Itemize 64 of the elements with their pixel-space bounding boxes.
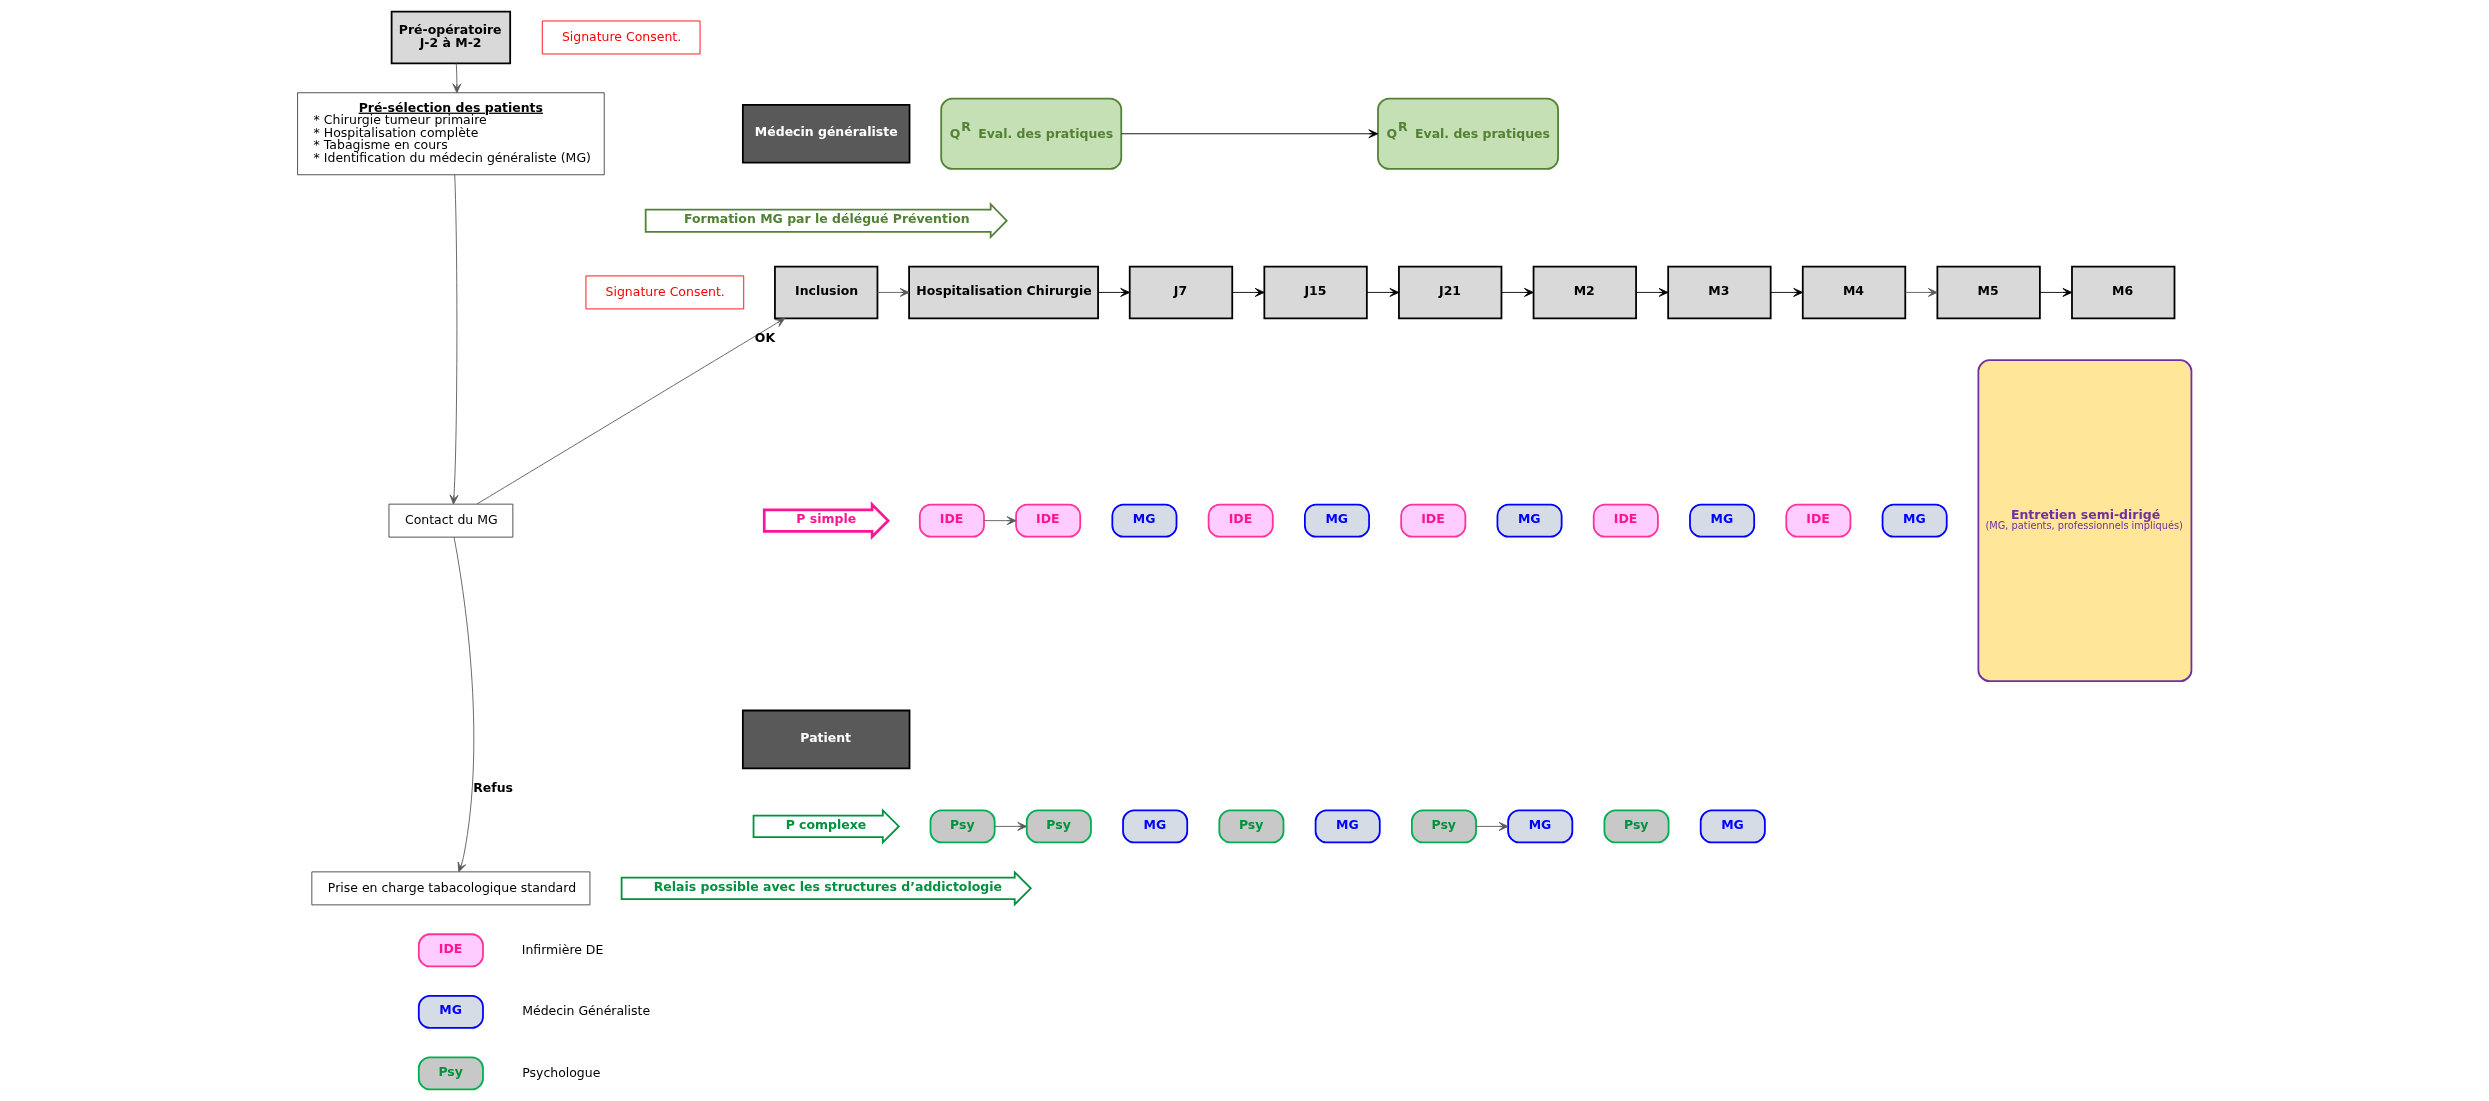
node-box: MG xyxy=(1689,503,1756,538)
node-box: Pré-sélection des patients * Chirurgie tumeur primaire * Hospitalisation complète * Tabagisme en cours * Identification du médecin généraliste (MG) xyxy=(297,92,605,176)
node-box: MG xyxy=(1507,809,1574,844)
arrow xyxy=(1366,287,1400,297)
arrow xyxy=(1097,287,1130,297)
node-box: Contact du MG xyxy=(388,503,514,538)
node-box: IDE xyxy=(417,933,484,968)
arrow xyxy=(1501,287,1534,297)
node-box: MG xyxy=(1122,809,1189,844)
node-box: Prise en charge tabacologique standard xyxy=(311,871,591,906)
arrow xyxy=(1635,287,1669,297)
node-box: MG xyxy=(1111,503,1178,538)
arrow xyxy=(1770,287,1804,297)
node-box: MG xyxy=(1881,503,1948,538)
arrow xyxy=(476,317,786,505)
node-box: Psy xyxy=(929,809,996,844)
node-box: MG xyxy=(1304,503,1370,538)
node-box: Hospitalisation Chirurgie xyxy=(908,265,1099,320)
node-box: Signature Consent. xyxy=(541,20,701,55)
arrow xyxy=(1904,287,1938,297)
node-label: Médecin Généraliste xyxy=(522,1003,651,1019)
edge-label: OK xyxy=(754,329,776,345)
node-box: IDE xyxy=(1785,503,1852,538)
node-box: Médecin généraliste xyxy=(741,103,911,164)
node-box: Psy xyxy=(1603,809,1670,844)
node-box: IDE xyxy=(1400,503,1467,538)
node-box: Entretien semi-dirigé (MG, patients, professionnels impliqués) xyxy=(1977,359,2193,682)
node-box: M3 xyxy=(1667,265,1772,320)
arrow xyxy=(2039,287,2073,297)
node-box: MG xyxy=(1496,503,1563,538)
node-box: M4 xyxy=(1801,265,1907,320)
node-box: M6 xyxy=(2071,265,2176,320)
node-box: J15 xyxy=(1263,265,1368,320)
node-label: Infirmière DE xyxy=(521,941,604,957)
node-box: Psy xyxy=(1410,809,1477,844)
node-box: MG xyxy=(1699,809,1766,844)
arrow xyxy=(452,63,462,94)
arrow xyxy=(449,174,459,505)
arrow xyxy=(983,516,1017,526)
arrow xyxy=(1121,129,1379,139)
arrow xyxy=(877,287,910,297)
node-box: IDE xyxy=(1592,503,1659,538)
node-label: Psychologue xyxy=(522,1064,601,1080)
node-box: M2 xyxy=(1532,265,1637,320)
arrow xyxy=(1231,287,1265,297)
node-box: IDE xyxy=(1207,503,1274,538)
node-box: Pré-opératoire J-2 à M-2 xyxy=(390,10,512,65)
node-box: IDE xyxy=(1015,503,1082,538)
arrow xyxy=(1475,821,1509,831)
node-box: IDE xyxy=(918,503,985,538)
node-box: Patient xyxy=(741,709,911,770)
node-box: Psy xyxy=(1218,809,1285,844)
arrow xyxy=(453,536,475,873)
node-box: Psy xyxy=(417,1056,484,1091)
edge-label: Refus xyxy=(473,779,513,795)
node-box: Inclusion xyxy=(774,265,879,320)
node-box: Signature Consent. xyxy=(585,275,745,310)
node-box: M5 xyxy=(1936,265,2041,320)
node-box: MG xyxy=(417,994,484,1029)
node-box: MG xyxy=(1314,809,1381,844)
node-box: J7 xyxy=(1128,265,1234,320)
node-box: J21 xyxy=(1398,265,1503,320)
node-box: Psy xyxy=(1025,809,1092,844)
arrow xyxy=(994,821,1028,831)
